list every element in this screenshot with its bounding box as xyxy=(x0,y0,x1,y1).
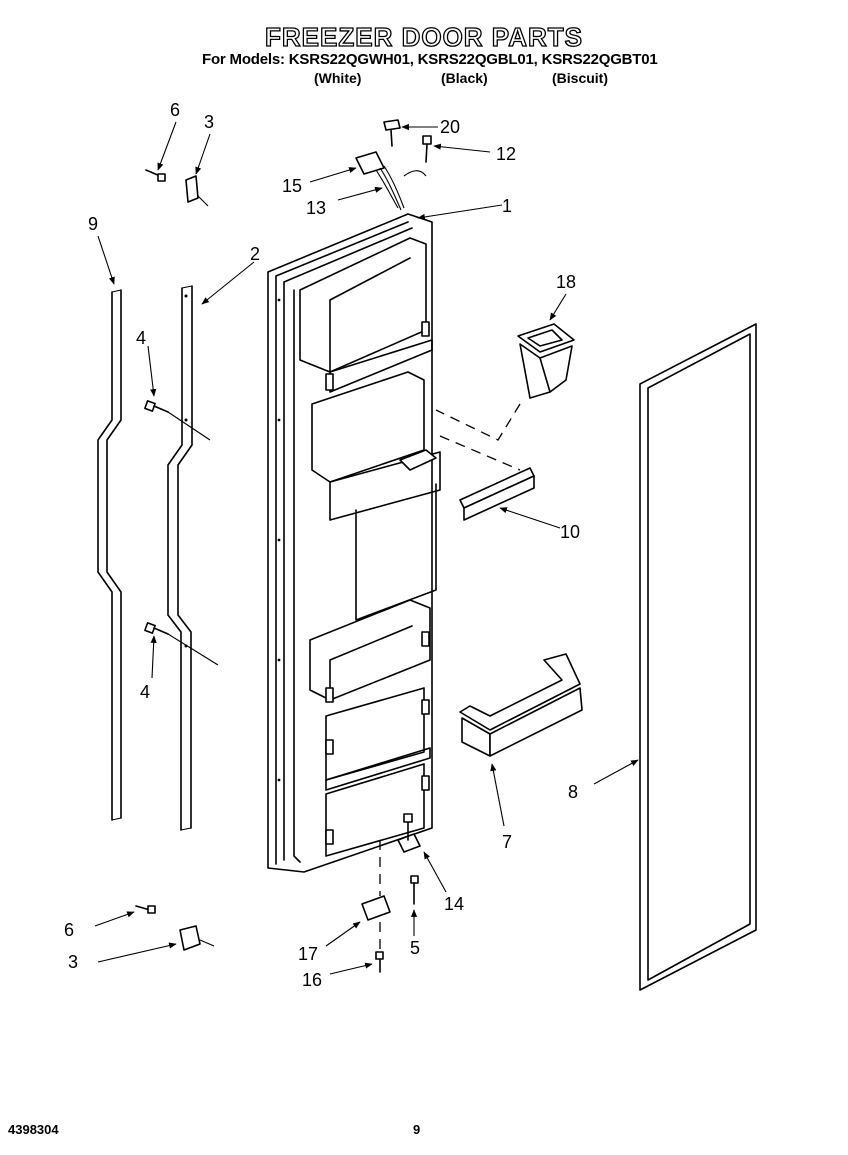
part-10-bar xyxy=(459,467,535,521)
hinge-14 xyxy=(397,813,421,853)
block-17 xyxy=(361,840,391,950)
callout-1: 1 xyxy=(502,196,512,216)
hinge-cap-3-bottom xyxy=(135,905,215,951)
models-line: For Models: KSRS22QGWH01, KSRS22QGBL01, … xyxy=(202,51,658,68)
callout-9: 9 xyxy=(88,214,98,234)
part-9-strip xyxy=(97,289,122,821)
screw-4-upper xyxy=(144,400,211,441)
part-8-gasket xyxy=(639,323,757,991)
wire-harness-13-15 xyxy=(355,151,427,211)
part-number: 4398304 xyxy=(8,1122,59,1137)
callout-15: 15 xyxy=(282,176,302,196)
callout-5: 5 xyxy=(410,938,420,958)
callout-6-top: 6 xyxy=(170,100,180,120)
callout-6-bottom: 6 xyxy=(64,920,74,940)
callout-4-upper: 4 xyxy=(136,328,146,348)
part-7-shelf-bin xyxy=(459,653,583,757)
page-title: FREEZER DOOR PARTS xyxy=(264,21,583,52)
callout-10: 10 xyxy=(560,522,580,542)
part-1-door-liner xyxy=(267,213,441,873)
callout-7: 7 xyxy=(502,832,512,852)
part-18-chute xyxy=(435,323,575,471)
screw-12 xyxy=(422,135,432,163)
callout-16: 16 xyxy=(302,970,322,990)
callout-3-bottom: 3 xyxy=(68,952,78,972)
callout-20: 20 xyxy=(440,117,460,137)
screw-16 xyxy=(375,951,384,973)
callout-labels: 6 3 9 2 4 4 6 3 20 12 15 13 1 18 10 8 7 … xyxy=(64,100,580,990)
callout-18: 18 xyxy=(556,272,576,292)
hinge-cap-3-top xyxy=(145,169,209,207)
leader-lines xyxy=(94,121,639,975)
page-number: 9 xyxy=(413,1122,421,1137)
callout-4-lower: 4 xyxy=(140,682,150,702)
screw-4-lower xyxy=(144,622,219,666)
callout-8: 8 xyxy=(568,782,578,802)
callout-17: 17 xyxy=(298,944,318,964)
fastener-20 xyxy=(383,119,401,147)
callout-12: 12 xyxy=(496,144,516,164)
variant-biscuit: (Biscuit) xyxy=(552,70,608,86)
variant-black: (Black) xyxy=(441,70,488,86)
screw-5 xyxy=(410,875,419,905)
part-2-trim xyxy=(167,285,193,831)
callout-13: 13 xyxy=(306,198,326,218)
callout-3-top: 3 xyxy=(204,112,214,132)
callout-2: 2 xyxy=(250,244,260,264)
variant-white: (White) xyxy=(314,70,362,86)
callout-14: 14 xyxy=(444,894,464,914)
